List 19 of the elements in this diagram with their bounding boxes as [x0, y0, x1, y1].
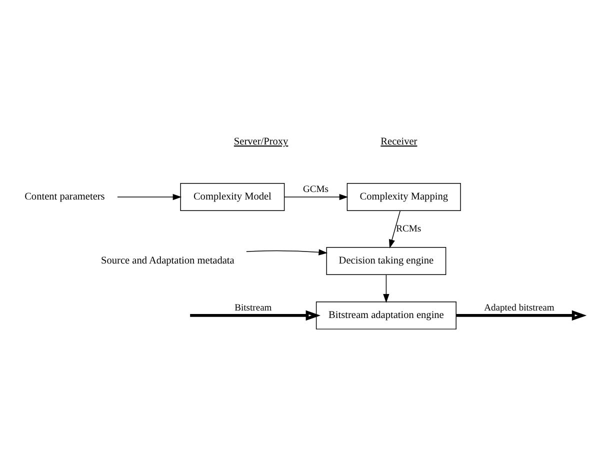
label: Server/Proxy	[234, 136, 288, 148]
node-box: Complexity Model	[180, 182, 285, 210]
arrow	[190, 310, 321, 320]
edge-label: GCMs	[303, 184, 328, 195]
label: Receiver	[380, 136, 418, 148]
arrow	[383, 274, 390, 302]
arrow	[246, 248, 328, 255]
edge-label: RCMs	[396, 223, 422, 234]
node-text: Source and Adaptation metadata	[101, 255, 234, 266]
node-box: Bitstream adaptation engine	[316, 300, 456, 329]
arrow	[456, 310, 587, 320]
edge-label: Bitstream	[234, 302, 272, 314]
node-box: Decision taking engine	[326, 246, 446, 274]
edge-label: Adapted bitstream	[484, 302, 554, 314]
arrow	[388, 210, 401, 248]
node-text: Content parameters	[24, 191, 105, 202]
node-box: Complexity Mapping	[346, 182, 461, 210]
arrow	[117, 193, 182, 200]
arrow	[284, 193, 348, 200]
